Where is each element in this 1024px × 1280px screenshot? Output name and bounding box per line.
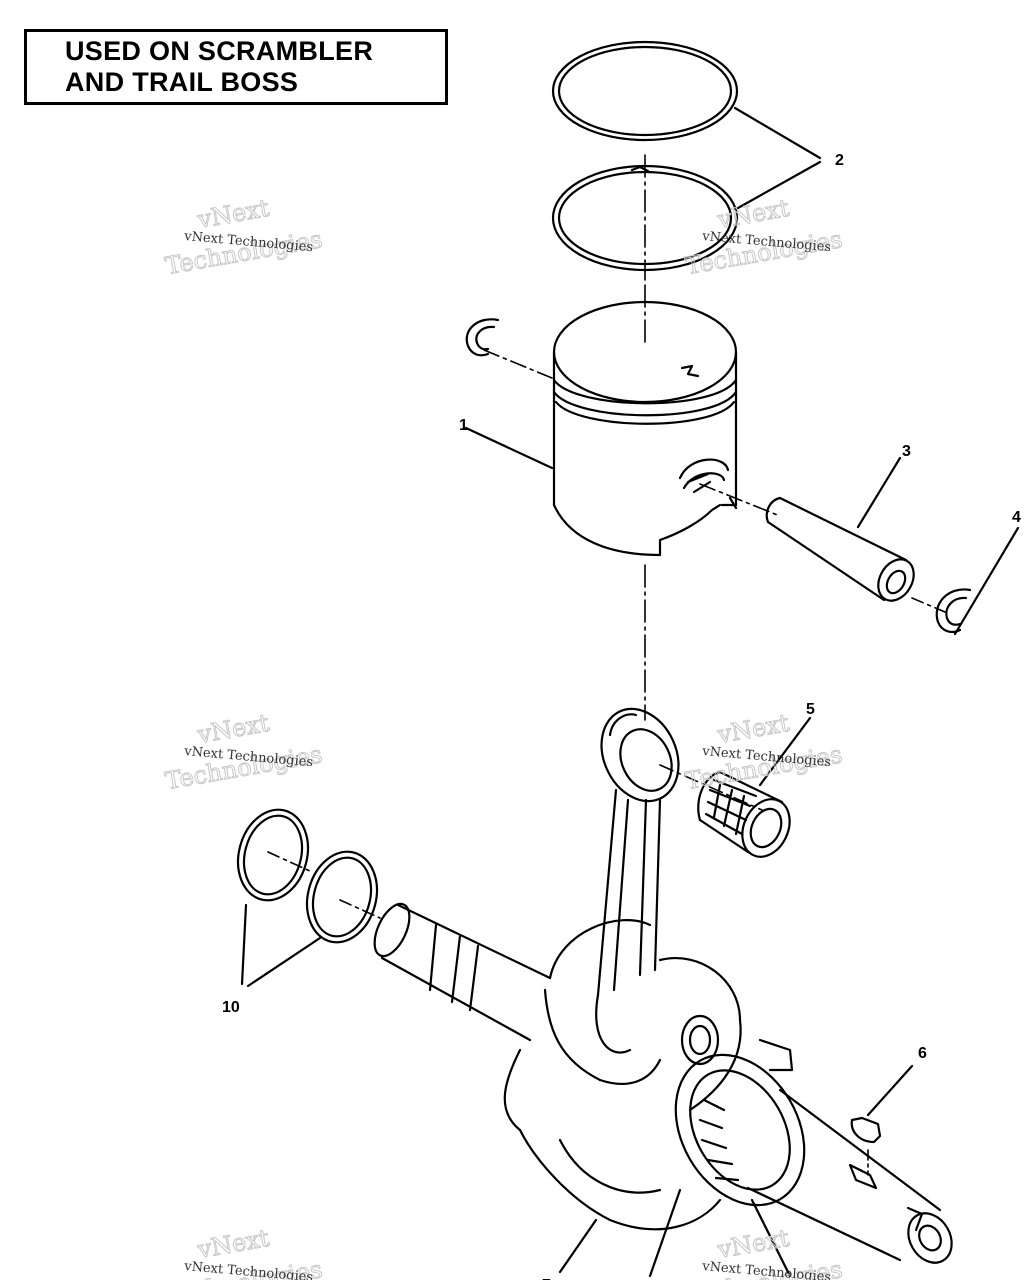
needle-bearing <box>697 770 791 858</box>
callout-4: 4 <box>1012 509 1021 526</box>
piston-ring-upper <box>551 40 739 142</box>
leader-5 <box>758 716 812 787</box>
svg-text:vNext: vNext <box>195 194 272 234</box>
circlip-right-inner <box>945 596 968 626</box>
title-line-2: AND TRAIL BOSS <box>65 67 299 97</box>
circlip-right <box>935 588 972 633</box>
svg-text:vNext: vNext <box>715 709 792 749</box>
callout-1: 1 <box>459 417 468 434</box>
pin-axis-far <box>911 597 946 613</box>
woodruff-key <box>850 1116 882 1144</box>
circlip-left-inner <box>475 325 496 351</box>
leader-7 <box>558 1218 598 1274</box>
watermark-group: vNext Technologies vNext Technologies vN… <box>163 193 845 1280</box>
svg-text:vNext: vNext <box>195 1224 272 1264</box>
leader-2 <box>733 106 822 210</box>
leader-10 <box>240 903 322 988</box>
callout-3: 3 <box>902 443 911 460</box>
leader-8 <box>648 1188 682 1278</box>
shim-axis <box>267 851 381 919</box>
shim-left <box>236 808 310 902</box>
piston <box>552 300 738 557</box>
callout-6: 6 <box>918 1045 927 1062</box>
leader-3 <box>856 456 902 529</box>
title-box: USED ON SCRAMBLER AND TRAIL BOSS <box>24 29 448 105</box>
svg-text:vNext: vNext <box>715 194 792 234</box>
leader-1 <box>464 426 554 470</box>
callout-2: 2 <box>835 152 844 169</box>
shim-right <box>305 850 379 944</box>
watermark-top-right: vNext Technologies <box>683 193 845 280</box>
leader-6 <box>866 1064 914 1117</box>
pin-axis-left <box>483 349 553 379</box>
callout-10: 10 <box>222 999 240 1016</box>
crankshaft <box>373 902 953 1264</box>
callout-5: 5 <box>806 701 815 718</box>
svg-text:vNext: vNext <box>195 709 272 749</box>
leader-9 <box>750 1198 792 1278</box>
title-line-1: USED ON SCRAMBLER <box>65 36 374 66</box>
circlip-left <box>465 318 500 357</box>
bearing-axis <box>659 764 763 811</box>
connecting-rod <box>595 707 680 1054</box>
wrist-pin <box>765 496 915 602</box>
watermark-small-group: vNext Technologies vNext Technologies vN… <box>183 229 832 1280</box>
callout-7: 7 <box>542 1277 551 1280</box>
leader-4 <box>953 526 1020 636</box>
watermark-mid-right: vNext Technologies <box>683 708 845 795</box>
